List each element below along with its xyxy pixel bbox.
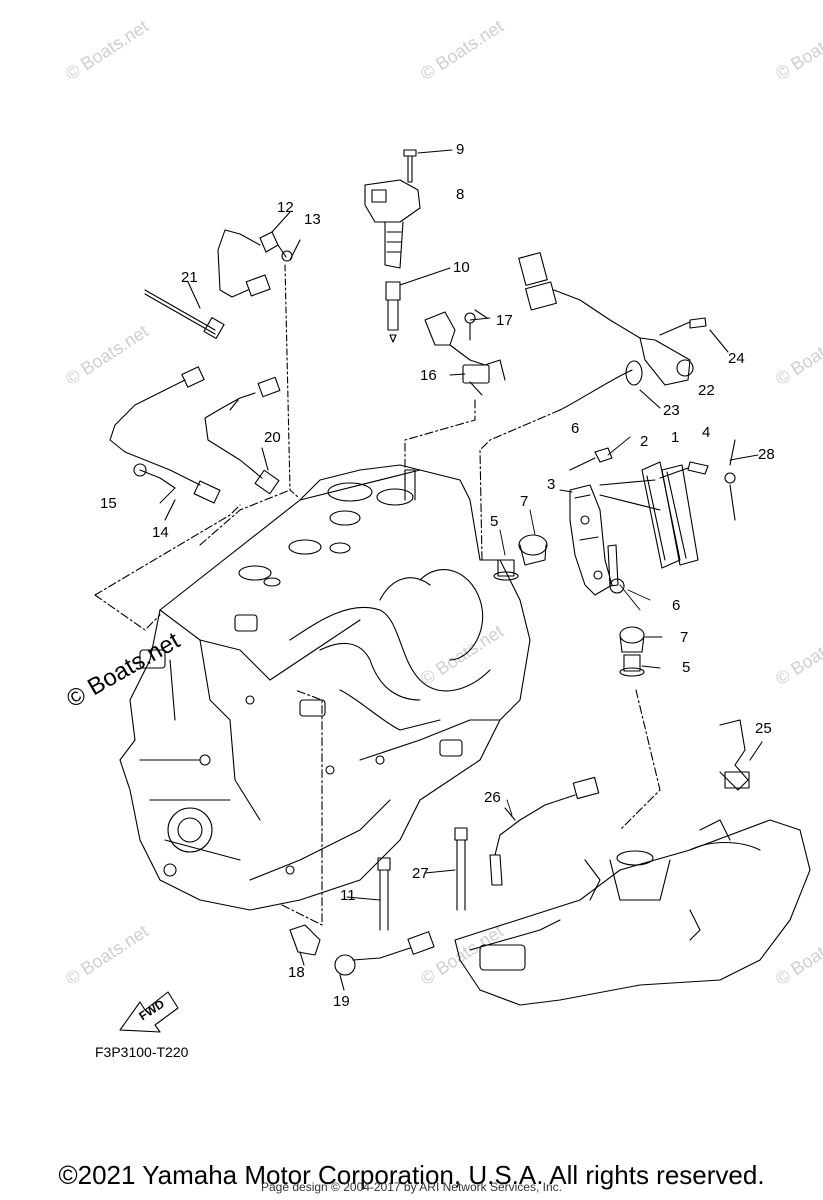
cable-tie-27 xyxy=(454,827,468,911)
collar-5-upper xyxy=(493,559,519,581)
callout-27[interactable]: 27 xyxy=(412,865,429,882)
callout-10[interactable]: 10 xyxy=(453,259,470,276)
callout-4[interactable]: 4 xyxy=(702,424,711,441)
bolt-6-upper xyxy=(569,447,613,471)
page-credit: Page design © 2004-2017 by ARI Network S… xyxy=(260,1180,562,1194)
cable-tie-21 xyxy=(144,281,225,339)
callout-7[interactable]: 7 xyxy=(680,629,689,646)
callout-6[interactable]: 6 xyxy=(571,420,580,437)
callout-2[interactable]: 2 xyxy=(640,433,649,450)
sensor-26 xyxy=(489,776,600,886)
callout-13[interactable]: 13 xyxy=(304,211,321,228)
callout-19[interactable]: 19 xyxy=(333,993,350,1010)
sensor-14 xyxy=(109,366,221,521)
bolt-6-lower xyxy=(607,544,625,594)
callout-22[interactable]: 22 xyxy=(698,382,715,399)
cable-tie-11 xyxy=(377,857,391,931)
leader-sensor-20 xyxy=(199,489,291,546)
damper-7-upper xyxy=(518,534,548,566)
fwd-arrow xyxy=(119,991,179,1033)
ignition-coil xyxy=(364,179,421,269)
coil-bolt xyxy=(403,149,453,183)
diagram-code: F3P3100-T220 xyxy=(95,1044,189,1060)
clip-25 xyxy=(719,719,763,791)
damper-7-lower xyxy=(619,626,645,653)
leader-lines-sensors xyxy=(94,504,241,631)
part-28 xyxy=(724,439,736,521)
callout-1[interactable]: 1 xyxy=(671,429,680,446)
sensor-16 xyxy=(404,309,506,481)
sensor-18 xyxy=(281,689,323,966)
bolt-4 xyxy=(659,461,709,479)
callout-3[interactable]: 3 xyxy=(547,476,556,493)
copyright-notice: ©2021 Yamaha Motor Corporation, U.S.A. A… xyxy=(58,1160,765,1190)
callout-8[interactable]: 8 xyxy=(456,186,465,203)
callout-12[interactable]: 12 xyxy=(277,199,294,216)
callout-25[interactable]: 25 xyxy=(755,720,772,737)
callout-9[interactable]: 9 xyxy=(456,141,465,158)
callout-23[interactable]: 23 xyxy=(663,402,680,419)
leader-lines xyxy=(159,317,759,901)
callout-18[interactable]: 18 xyxy=(288,964,305,981)
sensor-22 xyxy=(479,252,729,561)
engine-block xyxy=(119,464,531,911)
callout-5[interactable]: 5 xyxy=(682,659,691,676)
callout-6[interactable]: 6 xyxy=(672,597,681,614)
callout-14[interactable]: 14 xyxy=(152,524,169,541)
callout-15[interactable]: 15 xyxy=(100,495,117,512)
callout-21[interactable]: 21 xyxy=(181,269,198,286)
collar-5-lower xyxy=(619,654,661,831)
sensor-19 xyxy=(334,931,435,991)
sensor-20 xyxy=(204,376,281,495)
callout-20[interactable]: 20 xyxy=(264,429,281,446)
exhaust-pipe xyxy=(454,819,811,1006)
callout-24[interactable]: 24 xyxy=(728,350,745,367)
callout-16[interactable]: 16 xyxy=(420,367,437,384)
callout-17[interactable]: 17 xyxy=(496,312,513,329)
callout-5[interactable]: 5 xyxy=(490,513,499,530)
bracket-3 xyxy=(569,479,661,596)
spark-plug xyxy=(385,267,451,343)
callout-11[interactable]: 11 xyxy=(340,887,356,904)
callout-7[interactable]: 7 xyxy=(520,493,529,510)
callout-26[interactable]: 26 xyxy=(484,789,501,806)
callout-28[interactable]: 28 xyxy=(758,446,775,463)
gasket-1-2 xyxy=(641,461,699,569)
